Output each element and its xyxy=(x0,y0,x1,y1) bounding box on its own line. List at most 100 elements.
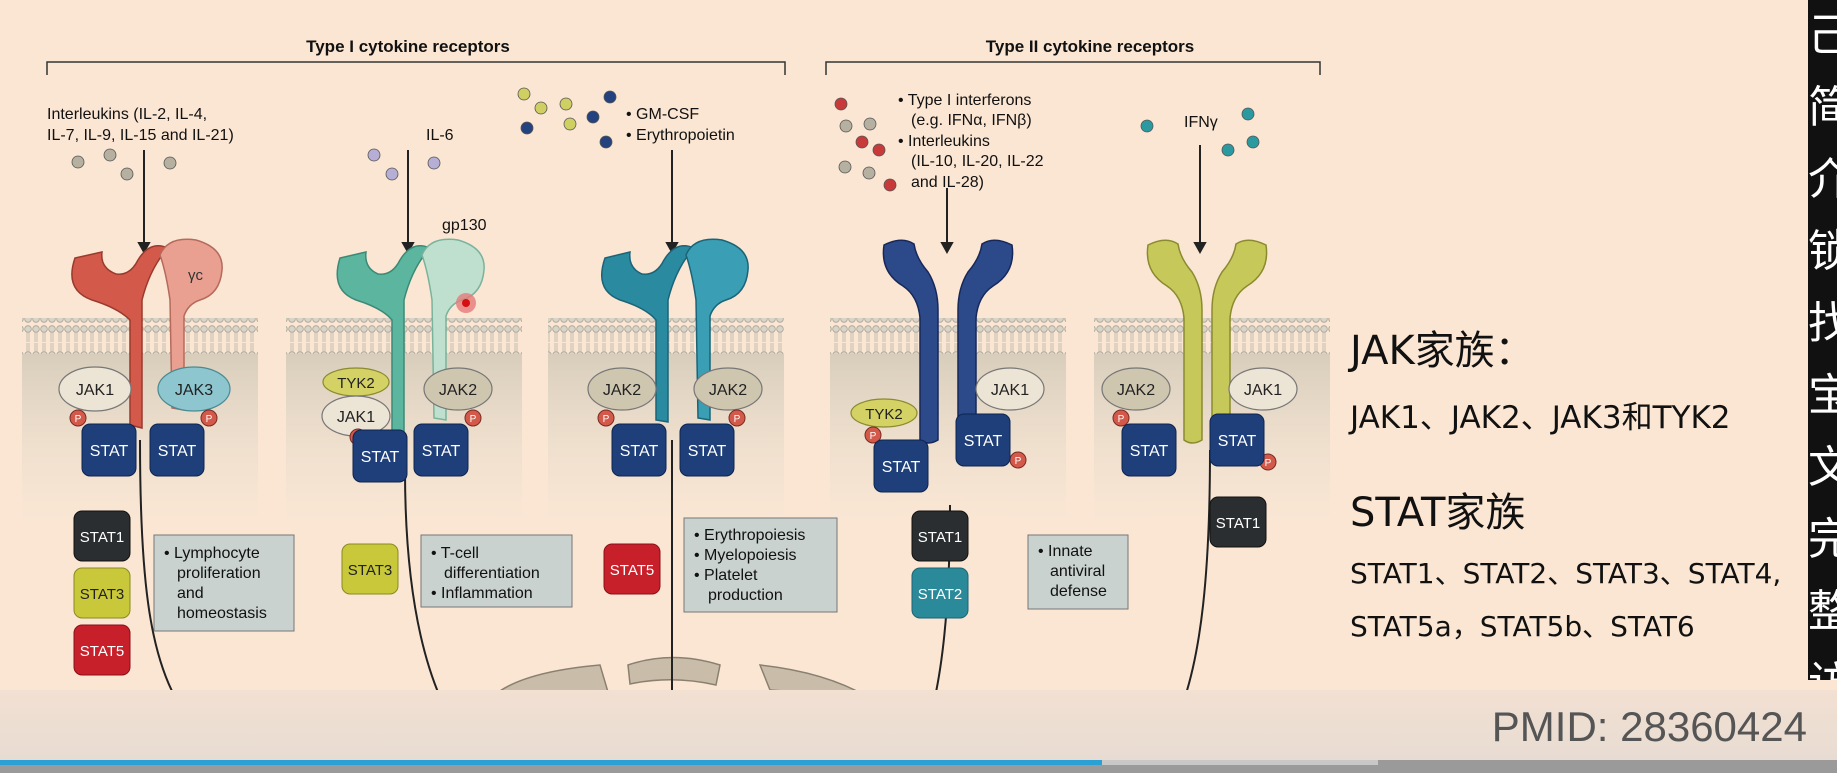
il-common-line2: IL-7, IL-9, IL-15 and IL-21) xyxy=(47,127,234,144)
stat-box xyxy=(611,423,667,477)
ligand-arrows xyxy=(137,145,1207,255)
stat5-label: STAT5 xyxy=(80,643,124,660)
jak3-badge xyxy=(157,366,231,412)
tyk2-badge xyxy=(850,398,918,428)
stat1-label: STAT1 xyxy=(80,529,124,546)
stat3-box xyxy=(73,567,131,619)
stat1-label: STAT1 xyxy=(1216,515,1260,532)
stat-label: STAT xyxy=(620,443,659,460)
ifn1-line1: • Type I interferons xyxy=(898,92,1031,109)
stat-box xyxy=(81,423,137,477)
jak1-label: JAK1 xyxy=(76,382,114,399)
jak-family-members: JAK1、JAK2、JAK3和TYK2 xyxy=(1350,400,1731,436)
outcome-line: • Erythropoiesis xyxy=(694,527,805,544)
caption-glyph: 锁 xyxy=(1808,226,1837,277)
video-bottom-band xyxy=(0,690,1837,773)
stat3-box xyxy=(341,543,399,595)
outcome-line: • T-cell xyxy=(431,545,479,562)
stat-label: STAT xyxy=(361,449,400,466)
stat-family-title: STAT家族 xyxy=(1350,490,1526,536)
p-label: P xyxy=(734,414,741,425)
phospho-marker xyxy=(200,409,218,427)
caption-glyph: 宝 xyxy=(1808,370,1837,421)
type2-title: Type II cytokine receptors xyxy=(986,37,1194,56)
p-label: P xyxy=(470,414,477,425)
ifn1-line3: • Interleukins xyxy=(898,133,990,150)
stat-label: STAT xyxy=(964,433,1003,450)
stat-box xyxy=(149,423,205,477)
receptor-ifn1: TYK2 JAK1 P P STAT STAT xyxy=(850,239,1045,493)
stat-label: STAT xyxy=(882,459,921,476)
phospho-marker xyxy=(1112,409,1130,427)
receptor-gamma-c: γc JAK1 JAK3 P P STAT STAT xyxy=(58,238,231,477)
il6-label: IL-6 xyxy=(426,127,454,144)
stat1-box xyxy=(911,510,969,562)
outcome-line: • Inflammation xyxy=(431,585,533,602)
yc-label: γc xyxy=(188,267,204,284)
caption-glyph: 完 xyxy=(1808,514,1837,565)
p-label: P xyxy=(1118,414,1125,425)
stat5-box xyxy=(603,543,661,595)
jak2-badge xyxy=(693,367,763,411)
stat-label: STAT xyxy=(158,443,197,460)
outcome-line: proliferation xyxy=(177,565,261,582)
caption-glyph: 己 xyxy=(1808,10,1837,61)
ifn1-line2: (e.g. IFNα, IFNβ) xyxy=(911,112,1032,129)
outcome-line: differentiation xyxy=(444,565,540,582)
stat1-box xyxy=(73,510,131,562)
p-label: P xyxy=(1015,456,1022,467)
il-common-line1: Interleukins (IL-2, IL-4, xyxy=(47,106,207,123)
ifn1-line5: and IL-28) xyxy=(911,174,984,191)
video-progress-bar[interactable] xyxy=(0,760,1837,773)
vertical-caption-strip: 己简介锁找宝文完整访秒 xyxy=(1808,0,1837,680)
stat-box xyxy=(352,429,408,483)
receptor-epo: JAK2 JAK2 P P STAT STAT xyxy=(587,238,763,477)
caption-glyph: 简 xyxy=(1808,82,1837,133)
jak1-badge xyxy=(58,366,132,412)
stat-label: STAT xyxy=(422,443,461,460)
caption-glyph: 找 xyxy=(1808,298,1837,349)
jak1-label: JAK1 xyxy=(1244,382,1282,399)
jak1-label: JAK1 xyxy=(337,409,375,426)
stat-family-members-line1: STAT1、STAT2、STAT3、STAT4, xyxy=(1350,557,1782,590)
stat-label: STAT xyxy=(688,443,727,460)
membranes xyxy=(22,318,1330,519)
gmcsf-line2: • Erythropoietin xyxy=(626,127,735,144)
outcome-line: • Innate xyxy=(1038,543,1093,560)
stat5-label: STAT5 xyxy=(610,562,654,579)
phospho-marker xyxy=(728,409,746,427)
stat1-label: STAT1 xyxy=(918,529,962,546)
outcome-line: defense xyxy=(1050,583,1107,600)
tyk2-label: TYK2 xyxy=(337,375,375,392)
jak1-badge xyxy=(1228,367,1298,411)
outcome-line: • Lymphocyte xyxy=(164,545,260,562)
outcome-lymphocyte xyxy=(153,534,295,632)
stat-box xyxy=(413,423,469,477)
outcome-line: antiviral xyxy=(1050,563,1105,580)
outcome-innate xyxy=(1027,534,1129,610)
p-label: P xyxy=(206,414,213,425)
phospho-marker xyxy=(864,426,882,444)
p-label: P xyxy=(75,414,82,425)
stat5-box xyxy=(73,624,131,676)
outcome-boxes: • Lymphocyte proliferation and homeostas… xyxy=(153,517,1129,632)
outcome-line: production xyxy=(708,587,783,604)
stat-box xyxy=(873,439,929,493)
type2-header: Type II cytokine receptors xyxy=(825,37,1321,75)
outcome-line: • Platelet xyxy=(694,567,758,584)
stat-label: STAT xyxy=(1218,433,1257,450)
stat-family-members-line2: STAT5a，STAT5b、STAT6 xyxy=(1350,610,1695,643)
jak2-badge xyxy=(1101,367,1171,411)
jak1-label: JAK1 xyxy=(991,382,1029,399)
stat-box xyxy=(955,413,1011,467)
p-label: P xyxy=(1265,458,1272,469)
receptor-gp130: TYK2 JAK1 JAK2 P P STAT STAT xyxy=(321,238,493,483)
outcome-line: and xyxy=(177,585,204,602)
caption-glyph: 文 xyxy=(1808,442,1837,493)
tyk2-label: TYK2 xyxy=(865,406,903,423)
receptor-ifng: JAK2 JAK1 P P STAT STAT xyxy=(1101,239,1298,477)
stat1-box xyxy=(1209,496,1267,548)
ifng-label: IFNγ xyxy=(1184,114,1218,131)
